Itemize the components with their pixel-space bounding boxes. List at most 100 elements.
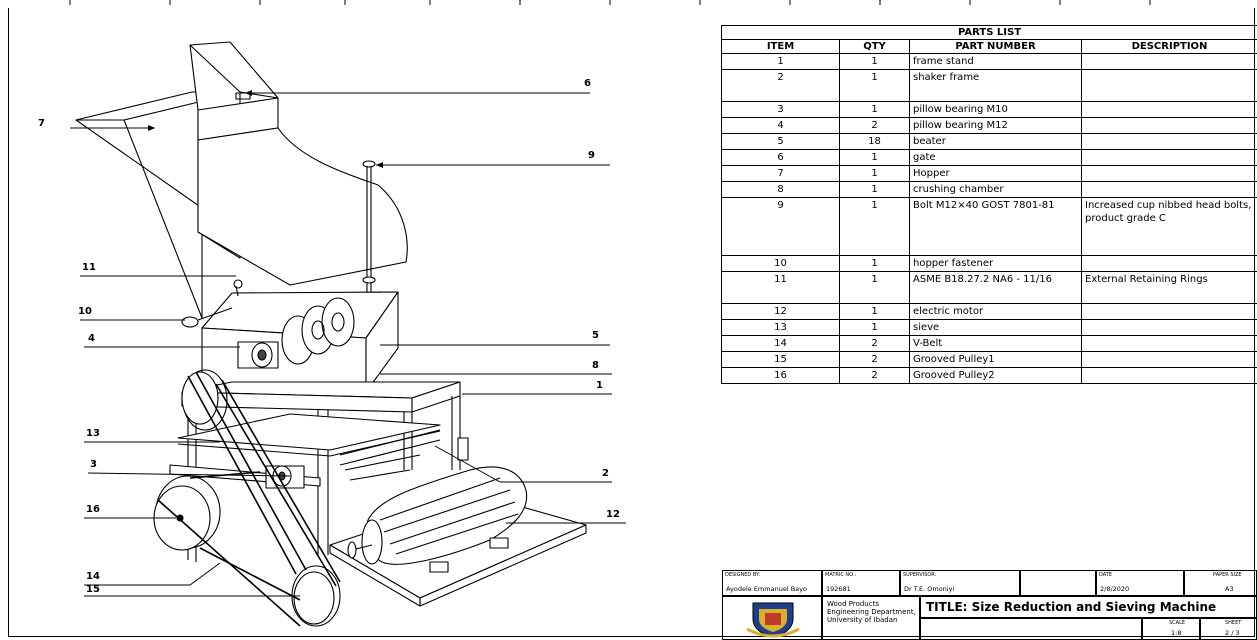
part-cell: shaker frame (909, 69, 1082, 102)
supervisor-label: SUPERVISOR: (903, 572, 937, 578)
scale-cell: SCALE 1:8 (1142, 618, 1200, 640)
item-cell: 2 (721, 69, 840, 102)
qty-cell: 2 (839, 117, 910, 134)
qty-cell: 1 (839, 69, 910, 102)
sheet-label: SHEET (1225, 620, 1242, 626)
part-cell: frame stand (909, 53, 1082, 70)
supervisor-name: Dr T.E. Omoniyi (904, 585, 955, 593)
supervisor-cell: SUPERVISOR: Dr T.E. Omoniyi (900, 570, 1020, 596)
date-cell: DATE 2/8/2020 (1096, 570, 1184, 596)
column-header: DESCRIPTION (1080, 39, 1257, 54)
qty-cell: 1 (839, 303, 910, 320)
item-cell: 4 (721, 117, 840, 134)
desc-cell: Increased cup nibbed head bolts, product… (1080, 197, 1257, 256)
callout-label: 2 (602, 468, 609, 479)
desc-cell (1080, 335, 1257, 352)
desc-cell (1080, 53, 1257, 70)
desc-cell (1080, 367, 1257, 384)
paper-size-value: A3 (1225, 585, 1234, 593)
sheet-cell: SHEET 2 / 3 (1200, 618, 1257, 640)
date-label: DATE (1099, 572, 1113, 578)
date-value: 2/8/2020 (1100, 585, 1130, 593)
qty-cell: 18 (839, 133, 910, 150)
callout-label: 5 (592, 330, 599, 341)
item-cell: 7 (721, 165, 840, 182)
desc-cell: External Retaining Rings (1080, 271, 1257, 304)
callout-label: 3 (90, 459, 97, 470)
department-cell: Wood Products Engineering Department, Un… (822, 596, 920, 640)
electric-motor-part (347, 466, 528, 573)
callout-label: 13 (86, 428, 100, 439)
item-cell: 10 (721, 255, 840, 272)
item-cell: 6 (721, 149, 840, 166)
qty-cell: 1 (839, 149, 910, 166)
item-cell: 15 (721, 351, 840, 368)
callout-label: 8 (592, 360, 599, 371)
callout-label: 14 (86, 571, 100, 582)
callout-label: 16 (86, 504, 100, 515)
column-header: ITEM (721, 39, 840, 54)
scale-label: SCALE (1169, 620, 1186, 626)
item-cell: 9 (721, 197, 840, 256)
item-cell: 11 (721, 271, 840, 304)
leader-lines (70, 92, 626, 597)
desc-cell (1080, 255, 1257, 272)
qty-cell: 1 (839, 181, 910, 198)
qty-cell: 1 (839, 255, 910, 272)
matric-label: MATRIC NO.: (825, 572, 857, 578)
logo-cell (722, 596, 822, 640)
qty-cell: 2 (839, 351, 910, 368)
item-cell: 1 (721, 53, 840, 70)
part-cell: ASME B18.27.2 NA6 - 11/16 (909, 271, 1082, 304)
desc-cell (1080, 319, 1257, 336)
matric-number: 192681 (826, 585, 851, 593)
part-cell: Bolt M12×40 GOST 7801-81 (909, 197, 1082, 256)
item-cell: 3 (721, 101, 840, 118)
department-name: Wood Products Engineering Department, Un… (827, 600, 916, 624)
qty-cell: 2 (839, 335, 910, 352)
qty-cell: 1 (839, 165, 910, 182)
machine-isometric-drawing (70, 41, 626, 627)
matric-cell: MATRIC NO.: 192681 (822, 570, 900, 596)
callout-label: 12 (606, 509, 620, 520)
desc-cell (1080, 149, 1257, 166)
crushing-chamber-part (181, 279, 399, 393)
part-cell: pillow bearing M10 (909, 101, 1082, 118)
title-cell: TITLE: Size Reduction and Sieving Machin… (920, 596, 1257, 618)
grooved-pulley-part (153, 369, 341, 627)
callout-label: 10 (78, 306, 92, 317)
scale-value: 1:8 (1171, 629, 1182, 637)
part-cell: beater (909, 133, 1082, 150)
part-cell: Grooved Pulley1 (909, 351, 1082, 368)
part-cell: Grooved Pulley2 (909, 367, 1082, 384)
parts-list-heading: PARTS LIST (720, 25, 1257, 40)
desc-cell (1080, 117, 1257, 134)
title-block: DESIGNED BY: Ayodele Emmanuel Bayo MATRI… (722, 570, 1257, 640)
paper-size-cell: PAPER SIZE A3 (1184, 570, 1257, 596)
designer-cell: DESIGNED BY: Ayodele Emmanuel Bayo (722, 570, 822, 596)
desc-cell (1080, 351, 1257, 368)
column-header: QTY (839, 39, 910, 54)
qty-cell: 1 (839, 53, 910, 70)
qty-cell: 1 (839, 271, 910, 304)
part-cell: crushing chamber (909, 181, 1082, 198)
callout-label: 15 (86, 584, 100, 595)
callout-label: 11 (82, 262, 96, 273)
sheet-zone-ticks (69, 0, 1151, 5)
university-crest-icon (746, 602, 800, 638)
designed-by-label: DESIGNED BY: (725, 572, 761, 578)
callout-label: 6 (584, 78, 591, 89)
item-cell: 12 (721, 303, 840, 320)
item-cell: 16 (721, 367, 840, 384)
